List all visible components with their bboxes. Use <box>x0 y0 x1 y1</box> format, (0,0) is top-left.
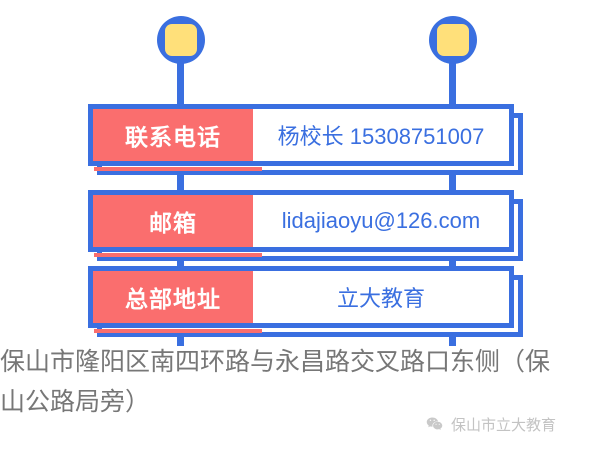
row-label-address: 总部地址 <box>93 271 253 323</box>
pin-left-inner-square <box>165 24 197 56</box>
pin-right <box>429 16 477 64</box>
contact-row-email: 邮箱 lidajiaoyu@126.com <box>88 190 523 261</box>
row-value-phone: 杨校长 15308751007 <box>253 109 509 161</box>
row-card-phone: 联系电话 杨校长 15308751007 <box>88 104 514 166</box>
row-underline-phone <box>94 167 262 171</box>
row-value-email: lidajiaoyu@126.com <box>253 195 509 247</box>
watermark: 保山市立大教育 <box>425 414 556 435</box>
pin-right-inner-square <box>437 24 469 56</box>
contact-row-phone: 联系电话 杨校长 15308751007 <box>88 104 523 175</box>
row-value-address: 立大教育 <box>253 271 509 323</box>
row-label-email: 邮箱 <box>93 195 253 247</box>
row-card-email: 邮箱 lidajiaoyu@126.com <box>88 190 514 252</box>
watermark-text: 保山市立大教育 <box>451 417 557 434</box>
pin-left <box>157 16 205 64</box>
address-line-2: 山公路局旁） <box>0 388 151 416</box>
address-line-1: 保山市隆阳区南四环路与永昌路交叉路口东侧（保 <box>0 348 551 376</box>
row-card-address: 总部地址 立大教育 <box>88 266 514 328</box>
wechat-icon <box>426 417 443 430</box>
row-label-phone: 联系电话 <box>93 109 253 161</box>
contact-row-address: 总部地址 立大教育 <box>88 266 523 337</box>
address-paragraph: 保山市隆阳区南四环路与永昌路交叉路口东侧（保 山公路局旁） <box>0 342 607 422</box>
row-underline-address <box>94 329 262 333</box>
row-underline-email <box>94 253 262 257</box>
